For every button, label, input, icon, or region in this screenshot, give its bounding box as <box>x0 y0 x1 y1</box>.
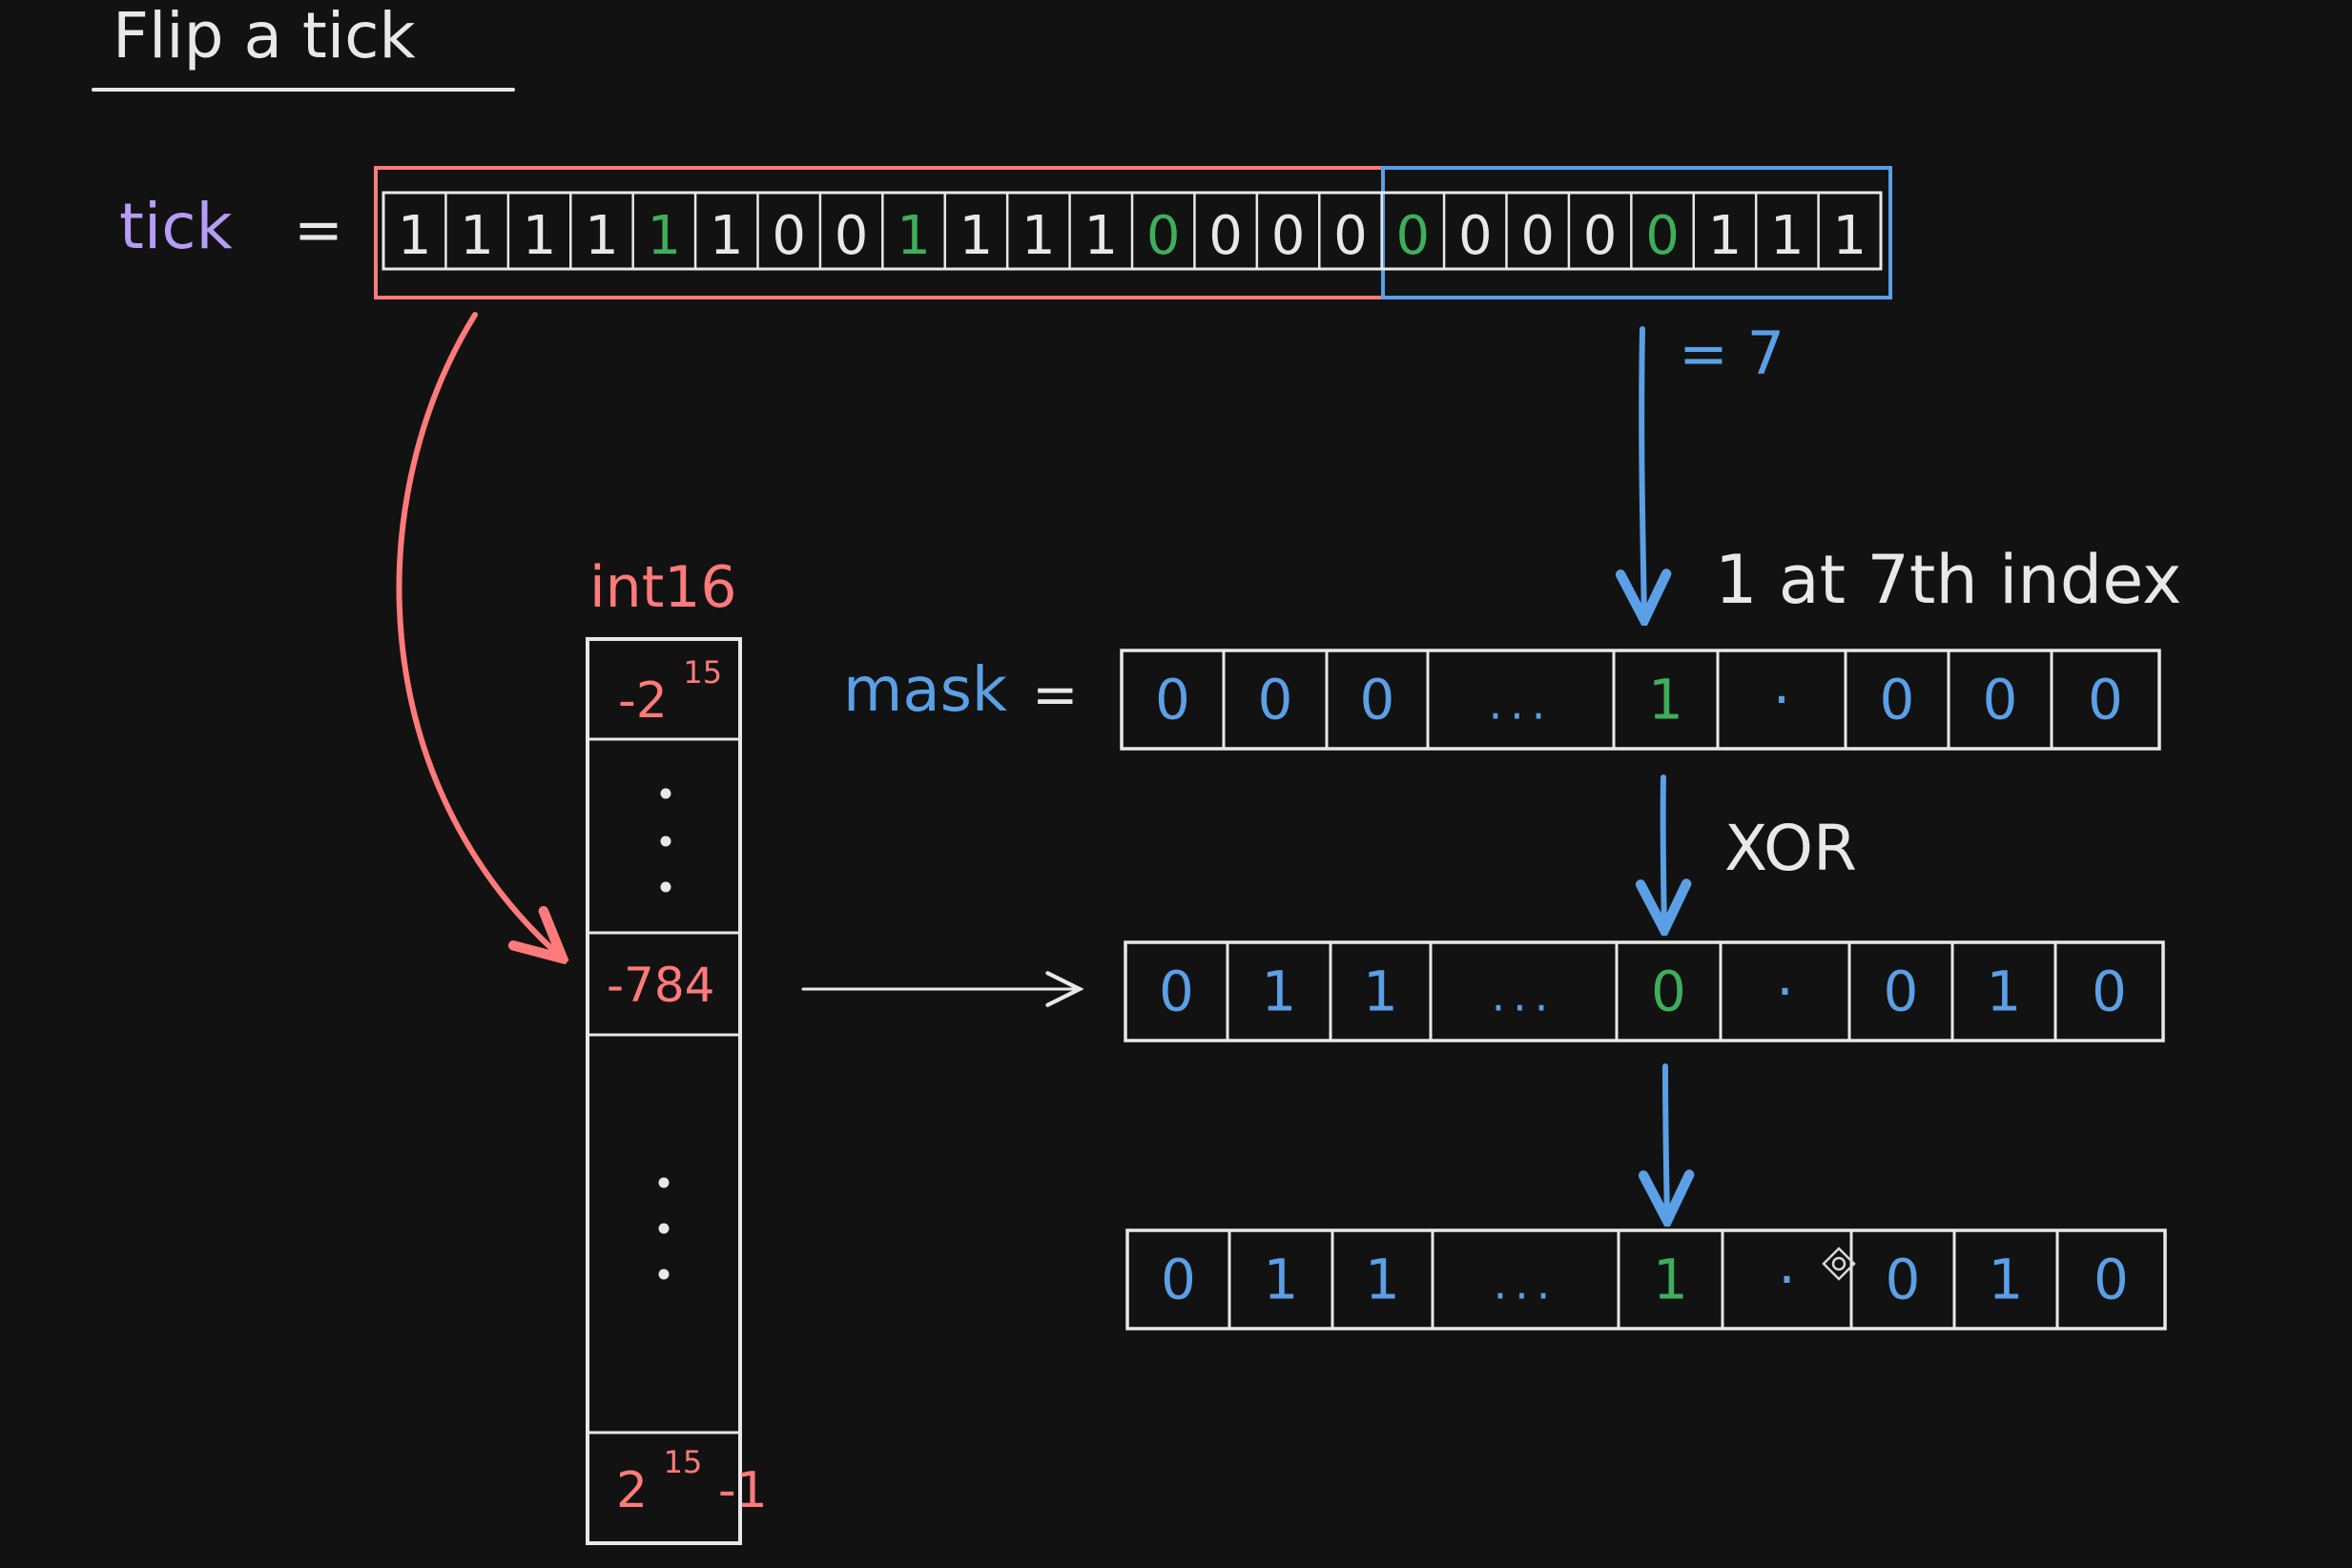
ellipsis-dot <box>658 1177 670 1188</box>
int16-min-exponent: 15 <box>683 654 722 691</box>
int16-upper-ellipsis <box>660 788 671 893</box>
int16-column-frame <box>586 637 742 1545</box>
xor-operator: XOR <box>1724 812 1857 885</box>
tick-bit: 0 <box>1146 205 1181 267</box>
int16-max-base: 2 <box>616 1462 648 1519</box>
ellipsis-cell: ... <box>1494 1258 1558 1310</box>
bit-row-frame <box>1125 1228 2167 1331</box>
tick-bit: 1 <box>1083 205 1118 267</box>
bit-cell: 1 <box>1648 668 1683 732</box>
tick-bit: 1 <box>523 205 557 267</box>
tick-bit: 0 <box>1645 205 1680 267</box>
bit-cell: · <box>1776 959 1793 1024</box>
pointer-cursor-icon <box>1822 1247 1856 1281</box>
tick-word-bit-row: 0 1 1... 0 · 0 1 0 <box>1124 940 2165 1042</box>
bit-cell: 1 <box>1987 959 2022 1024</box>
bit-cell: 0 <box>1258 668 1293 732</box>
bit-cell: 0 <box>1884 959 1919 1024</box>
int16-range-column: -2 15 -784 2 15 -1 <box>586 637 768 1545</box>
bit-cell: 1 <box>1653 1248 1688 1312</box>
tick-bit: 0 <box>772 205 806 267</box>
tick-lower-bits-frame <box>1381 166 1892 299</box>
bit-cell: 1 <box>1262 959 1297 1024</box>
bit-cell: 0 <box>1983 668 2018 732</box>
word-position-value: = 7 <box>1679 319 1785 388</box>
int16-min-base: -2 <box>618 672 668 730</box>
tick-bit: 0 <box>1271 205 1306 267</box>
tick-bit-dividers <box>444 193 1820 269</box>
tick-bit: 0 <box>1583 205 1618 267</box>
int16-tick-value: -784 <box>607 958 714 1013</box>
tick-label: tick <box>119 190 234 263</box>
tick-to-int16-arrow <box>396 312 563 959</box>
bit-cell: 1 <box>1264 1248 1299 1312</box>
tick-to-mask-arrow <box>1641 326 1644 620</box>
tick-bit: 1 <box>648 205 682 267</box>
bit-cell: 0 <box>1161 1248 1196 1312</box>
word-to-result-arrow <box>1665 1063 1667 1221</box>
bit-cell: 0 <box>1886 1248 1921 1312</box>
tick-bit: 1 <box>1021 205 1056 267</box>
tick-bit: 0 <box>1458 205 1493 267</box>
ellipsis-dot <box>660 836 671 847</box>
tick-bit: 0 <box>1520 205 1555 267</box>
bit-cell: 1 <box>1989 1248 2024 1312</box>
bit-cell: 0 <box>1155 668 1190 732</box>
ellipsis-dot <box>660 788 671 799</box>
page-title: Flip a tick <box>113 0 416 72</box>
bit-row-frame <box>1120 649 2161 751</box>
bit-cell: 1 <box>1363 959 1398 1024</box>
int16-min-value: -2 15 <box>618 654 722 730</box>
bit-cell: 0 <box>2094 1248 2129 1312</box>
tick-bit: 1 <box>1770 205 1805 267</box>
int16-lower-ellipsis <box>658 1177 670 1280</box>
bit-cell: 0 <box>1360 668 1395 732</box>
tick-bit: 1 <box>897 205 931 267</box>
ellipsis-dot <box>658 1223 670 1234</box>
int16-max-exponent: 15 <box>664 1444 703 1480</box>
mask-annotation: 1 at 7th index <box>1715 541 2182 619</box>
mask-to-word-arrow <box>1663 774 1664 930</box>
mask-bit-row: 0 0 0... 1 · 0 0 0 <box>1120 649 2161 751</box>
tick-bit: 1 <box>710 205 744 267</box>
int16-max-value: 2 15 -1 <box>616 1428 768 1519</box>
bit-cell: 0 <box>2092 959 2127 1024</box>
bit-cell: 0 <box>2088 668 2123 732</box>
tick-bit: 0 <box>1333 205 1368 267</box>
tick-bit: 1 <box>460 205 494 267</box>
ellipsis-cell: ... <box>1492 970 1557 1021</box>
tick-bit: 1 <box>959 205 994 267</box>
ellipsis-cell: ... <box>1489 678 1554 730</box>
ellipsis-dot <box>658 1269 670 1280</box>
bit-cell: 0 <box>1651 959 1686 1024</box>
tick-bit: 1 <box>398 205 432 267</box>
tick-bit: 0 <box>1208 205 1243 267</box>
ellipsis-dot <box>660 881 671 893</box>
bit-row-frame <box>1124 940 2165 1042</box>
bit-cell: 1 <box>1365 1248 1400 1312</box>
result-bit-row: 0 1 1... 1 · 0 1 0 <box>1125 1228 2167 1331</box>
tick-bit: 1 <box>585 205 619 267</box>
mask-label: mask <box>843 655 1007 726</box>
tick-bit: 0 <box>835 205 869 267</box>
tick-bit: 0 <box>1396 205 1431 267</box>
bit-cell: · <box>1773 668 1790 732</box>
bit-cell: · <box>1778 1248 1795 1312</box>
tick-bit: 1 <box>1708 205 1743 267</box>
tick-equals: = <box>294 195 343 264</box>
bit-cell: 0 <box>1880 668 1915 732</box>
tick-bit: 1 <box>1832 205 1867 267</box>
mask-equals: = <box>1032 662 1079 727</box>
int16-max-suffix: -1 <box>718 1462 768 1519</box>
bit-cell: 0 <box>1159 959 1194 1024</box>
int16-label: int16 <box>589 554 737 621</box>
